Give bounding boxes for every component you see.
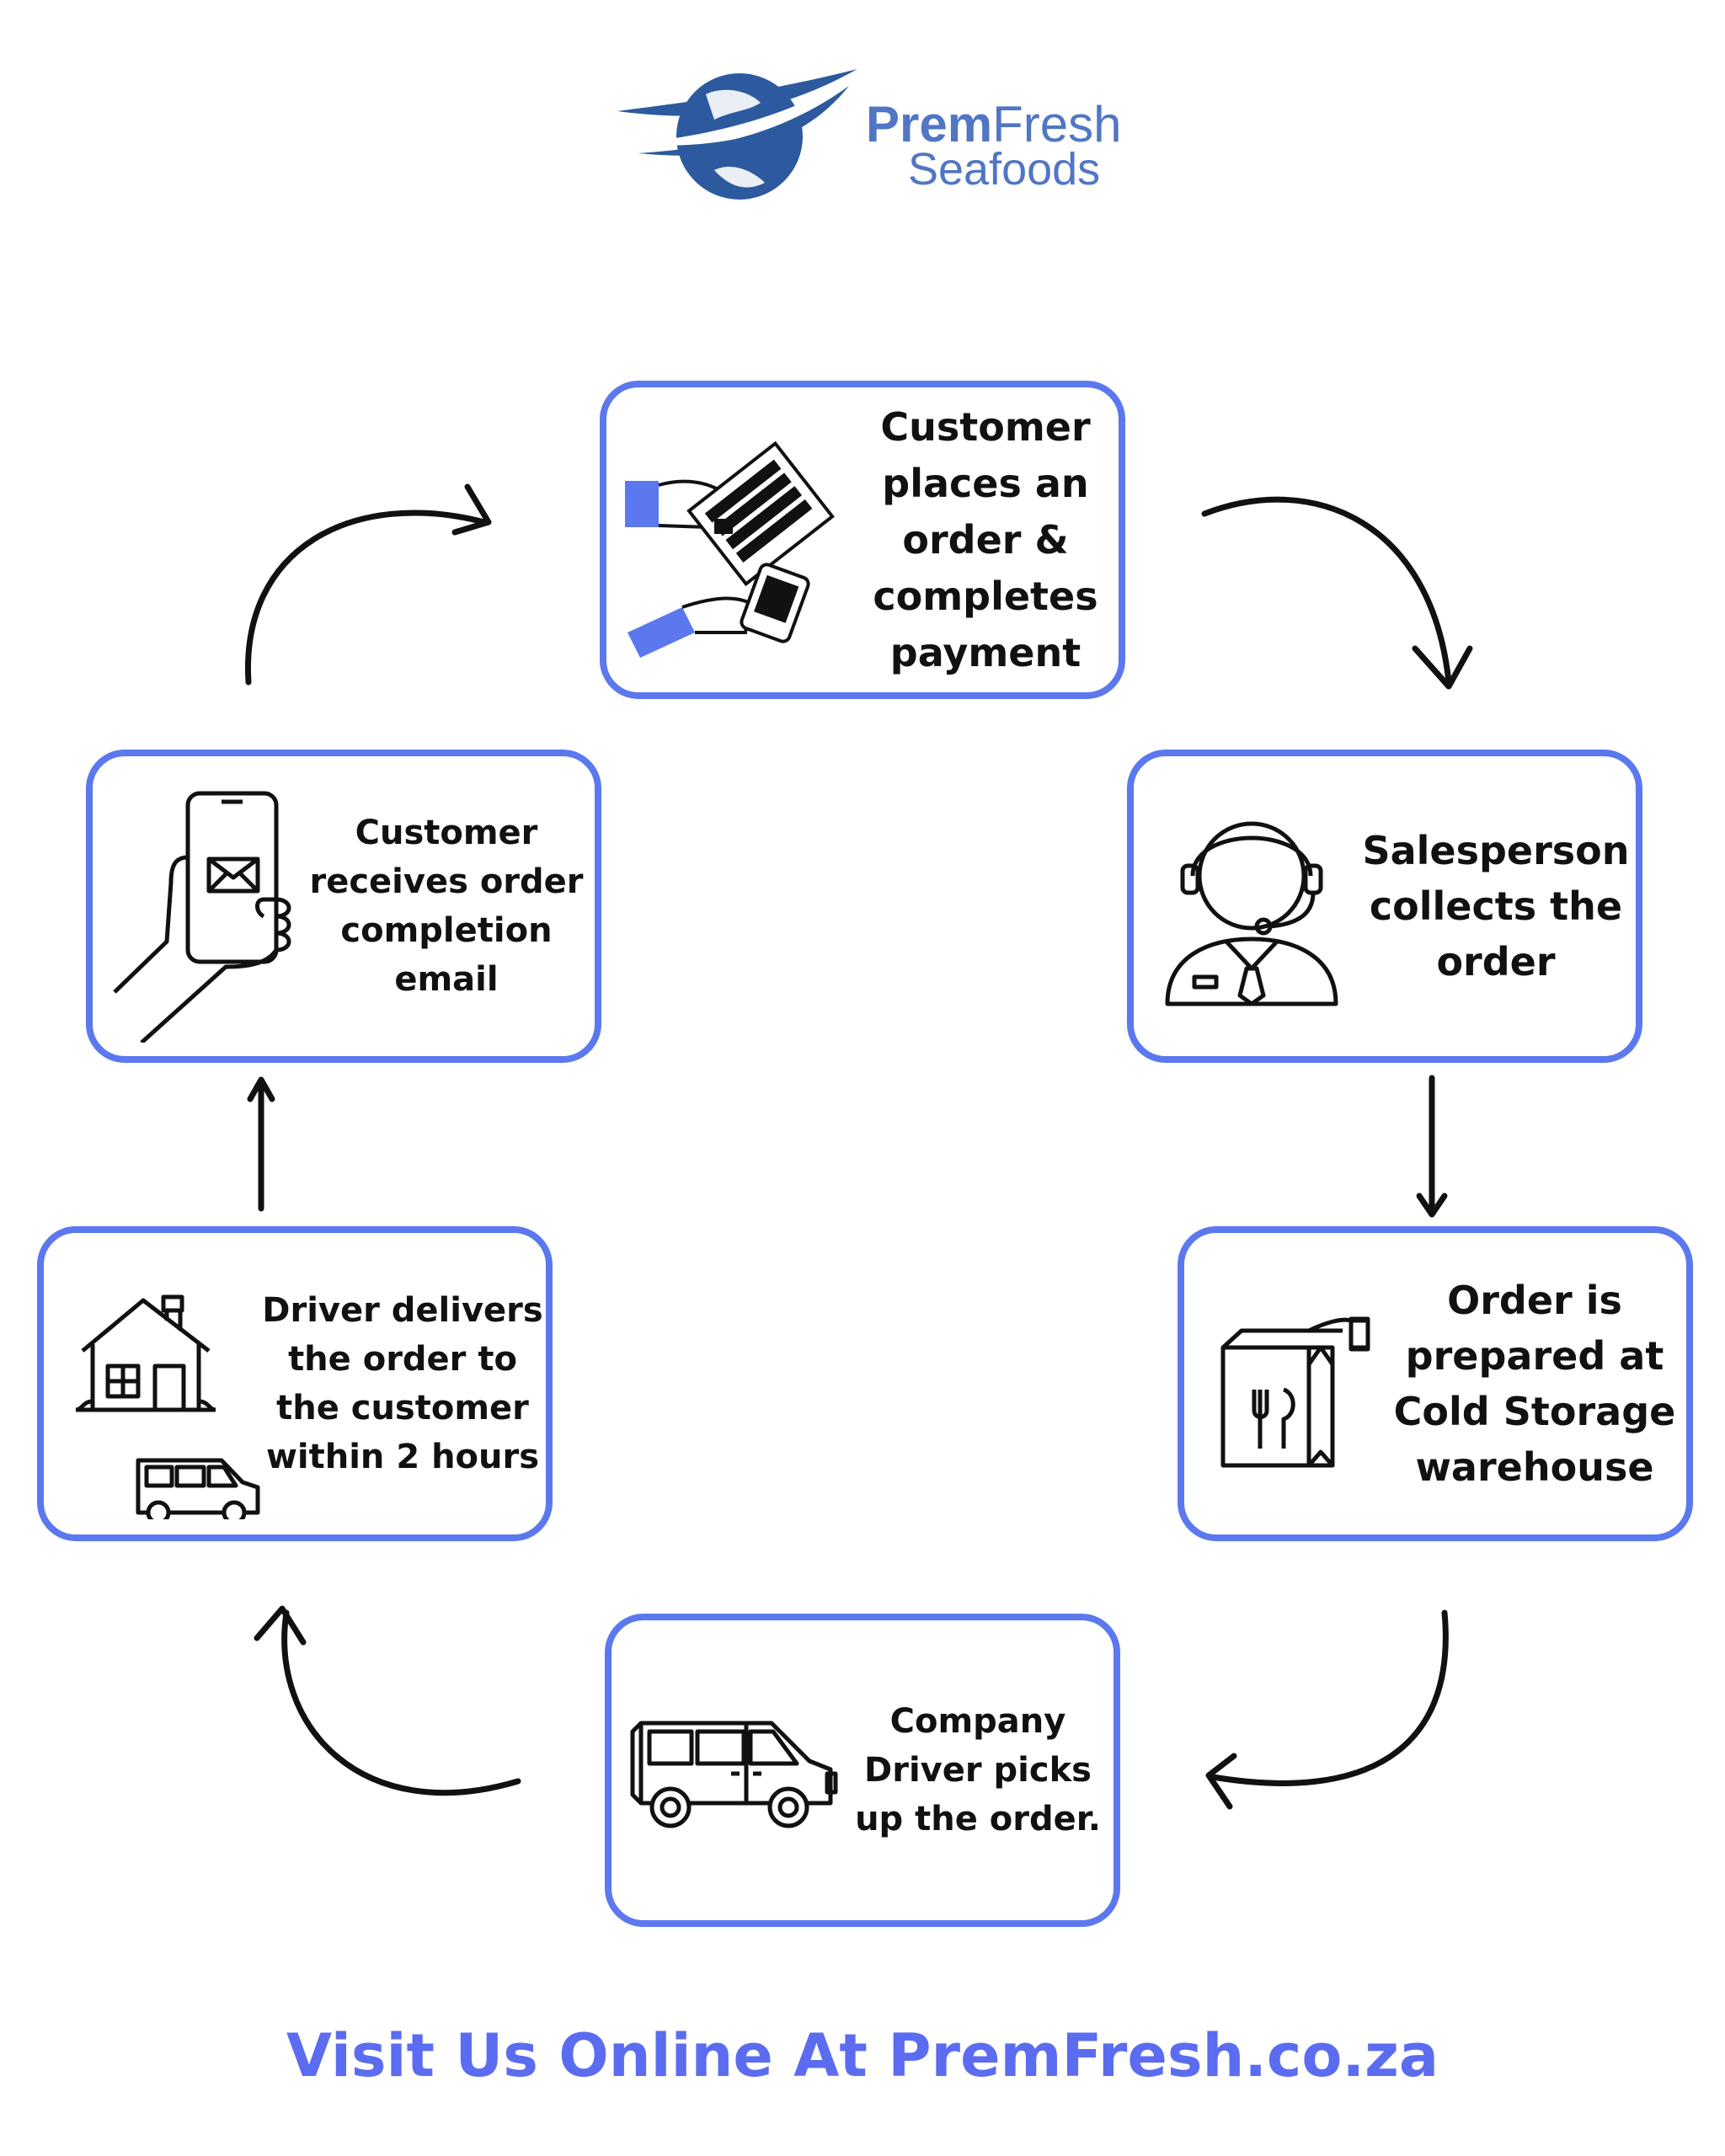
footer-website-link[interactable]: Visit Us Online At PremFresh.co.za	[286, 2021, 1439, 2090]
step-salesperson-text: Salesperson collects the order	[1362, 828, 1630, 985]
step-driver-delivers-text: Driver delivers the order to the custome…	[262, 1291, 543, 1476]
arrow-step3-to-step4	[1205, 1609, 1449, 1810]
step-prepared: Order is prepared at Cold Storage wareho…	[1178, 1226, 1693, 1541]
brand-name-regular: Fresh	[992, 96, 1122, 152]
brand-logo: PremFresh Seafoods	[613, 44, 1135, 204]
brand-name-bold: Prem	[866, 96, 993, 152]
arrow-step1-to-step2	[1201, 496, 1473, 690]
van-icon	[630, 1721, 838, 1828]
step-place-order: Customer places an order & completes pay…	[600, 381, 1125, 699]
brand-subname: Seafoods	[908, 144, 1101, 195]
brand-name: PremFresh Seafoods	[866, 96, 1122, 195]
arrow-step6-to-step1	[245, 483, 492, 686]
step-driver-delivers: Driver delivers the order to the custome…	[37, 1226, 553, 1541]
step-prepared-text: Order is prepared at Cold Storage wareho…	[1393, 1278, 1676, 1490]
step-receives-email-text: Customer receives order completion email	[309, 814, 584, 999]
keyboard-card-payment-icon	[625, 440, 835, 658]
step-place-order-text: Customer places an order & completes pay…	[873, 403, 1098, 675]
step-receives-email: Customer receives order completion email	[86, 750, 601, 1063]
globe-swoosh-icon	[617, 69, 857, 200]
step-driver-pickup: Company Driver picks up the order.	[605, 1614, 1120, 1927]
salesperson-headset-icon	[1165, 821, 1338, 1006]
house-and-van-icon	[75, 1294, 260, 1519]
step-driver-pickup-text: Company Driver picks up the order.	[855, 1702, 1101, 1838]
food-bag-icon	[1220, 1316, 1370, 1468]
arrow-step5-to-step6	[247, 1076, 275, 1212]
arrow-step4-to-step5	[254, 1605, 521, 1796]
step-salesperson: Salesperson collects the order	[1127, 750, 1642, 1063]
phone-email-icon	[113, 791, 291, 1043]
arrow-step2-to-step3	[1416, 1075, 1448, 1218]
